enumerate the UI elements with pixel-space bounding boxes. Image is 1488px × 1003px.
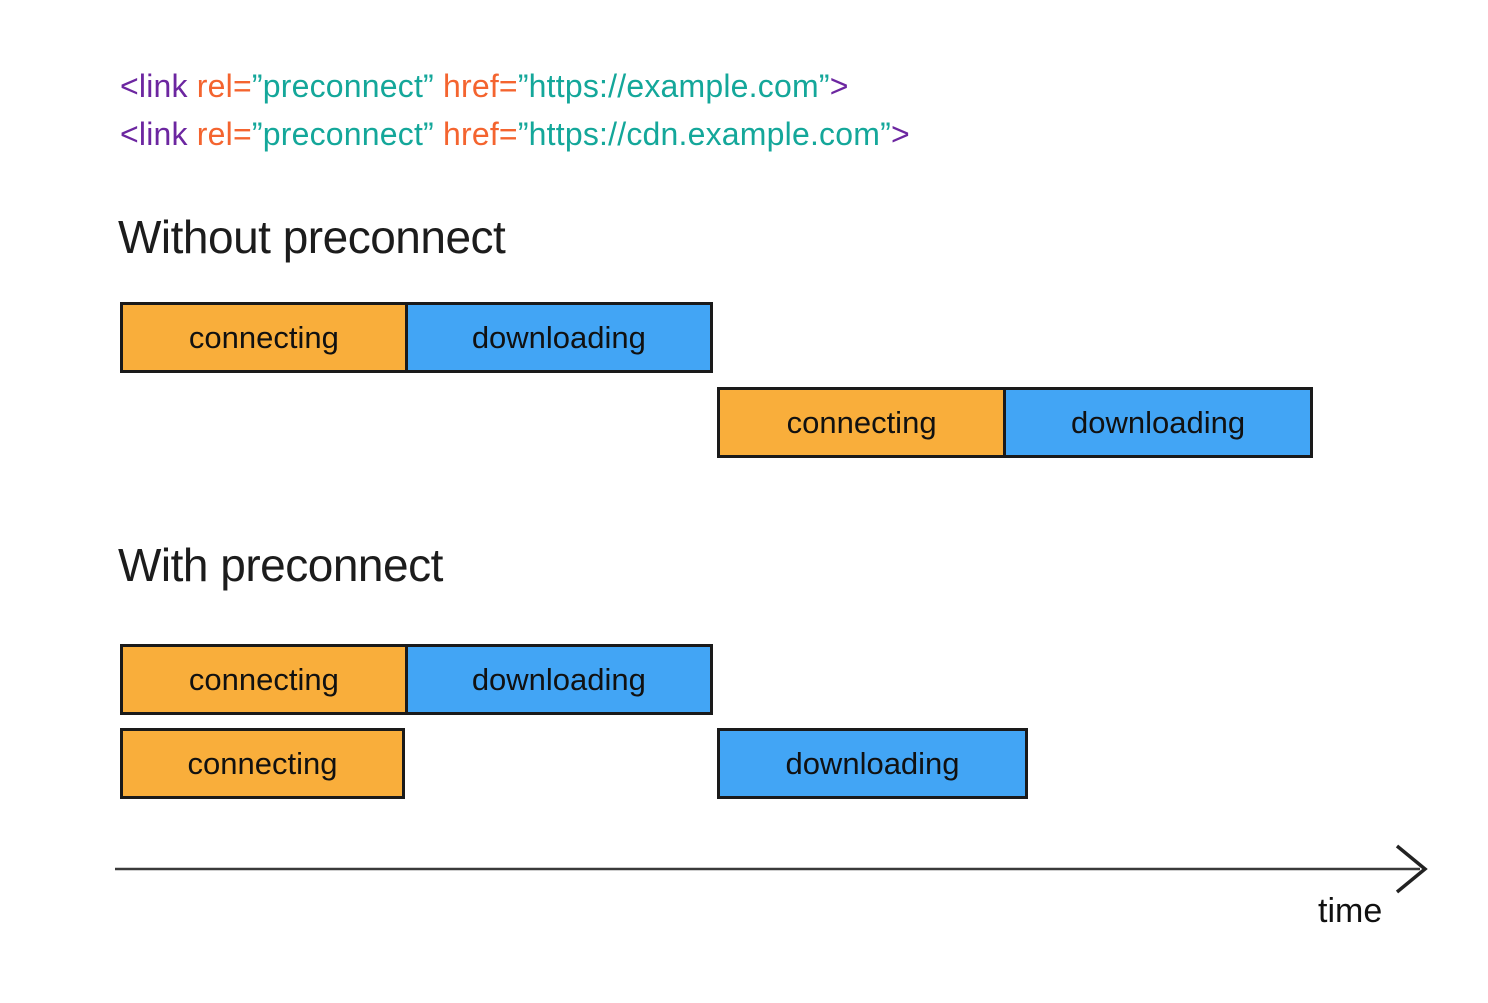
code-snippet: <link rel=”preconnect” href=”https://exa… bbox=[120, 62, 910, 158]
code-token: > bbox=[890, 116, 910, 152]
code-token: > bbox=[829, 68, 849, 104]
time-axis-arrow bbox=[115, 844, 1428, 894]
downloading-segment: downloading bbox=[404, 647, 710, 712]
code-token: <link bbox=[120, 116, 197, 152]
code-token: ”https://cdn.example.com” bbox=[517, 116, 891, 152]
code-token: rel= bbox=[196, 116, 252, 152]
code-token: ”https://example.com” bbox=[517, 68, 830, 104]
downloading-segment: downloading bbox=[720, 731, 1025, 796]
downloading-segment: downloading bbox=[404, 305, 710, 370]
code-token: <link bbox=[120, 68, 197, 104]
timeline-bar-resource1: connecting downloading bbox=[120, 644, 713, 715]
connecting-segment: connecting bbox=[720, 390, 1004, 455]
timeline-bar-resource1: connecting downloading bbox=[120, 302, 713, 373]
code-line-2: <link rel=”preconnect” href=”https://cdn… bbox=[120, 110, 910, 158]
timeline-bar-resource2-download: downloading bbox=[717, 728, 1028, 799]
code-token: href= bbox=[433, 116, 518, 152]
time-axis-label: time bbox=[1318, 892, 1383, 930]
code-line-1: <link rel=”preconnect” href=”https://exa… bbox=[120, 62, 910, 110]
code-token: href= bbox=[433, 68, 518, 104]
timeline-bar-resource2: connecting downloading bbox=[717, 387, 1313, 458]
connecting-segment: connecting bbox=[123, 647, 405, 712]
connecting-segment: connecting bbox=[123, 305, 405, 370]
code-token: ”preconnect” bbox=[251, 68, 434, 104]
section-title-with-preconnect: With preconnect bbox=[118, 539, 443, 591]
timeline-bar-resource2-connect: connecting bbox=[120, 728, 405, 799]
code-token: rel= bbox=[196, 68, 252, 104]
code-token: ”preconnect” bbox=[251, 116, 434, 152]
downloading-segment: downloading bbox=[1003, 390, 1310, 455]
section-title-without-preconnect: Without preconnect bbox=[118, 211, 506, 263]
connecting-segment: connecting bbox=[123, 731, 402, 796]
